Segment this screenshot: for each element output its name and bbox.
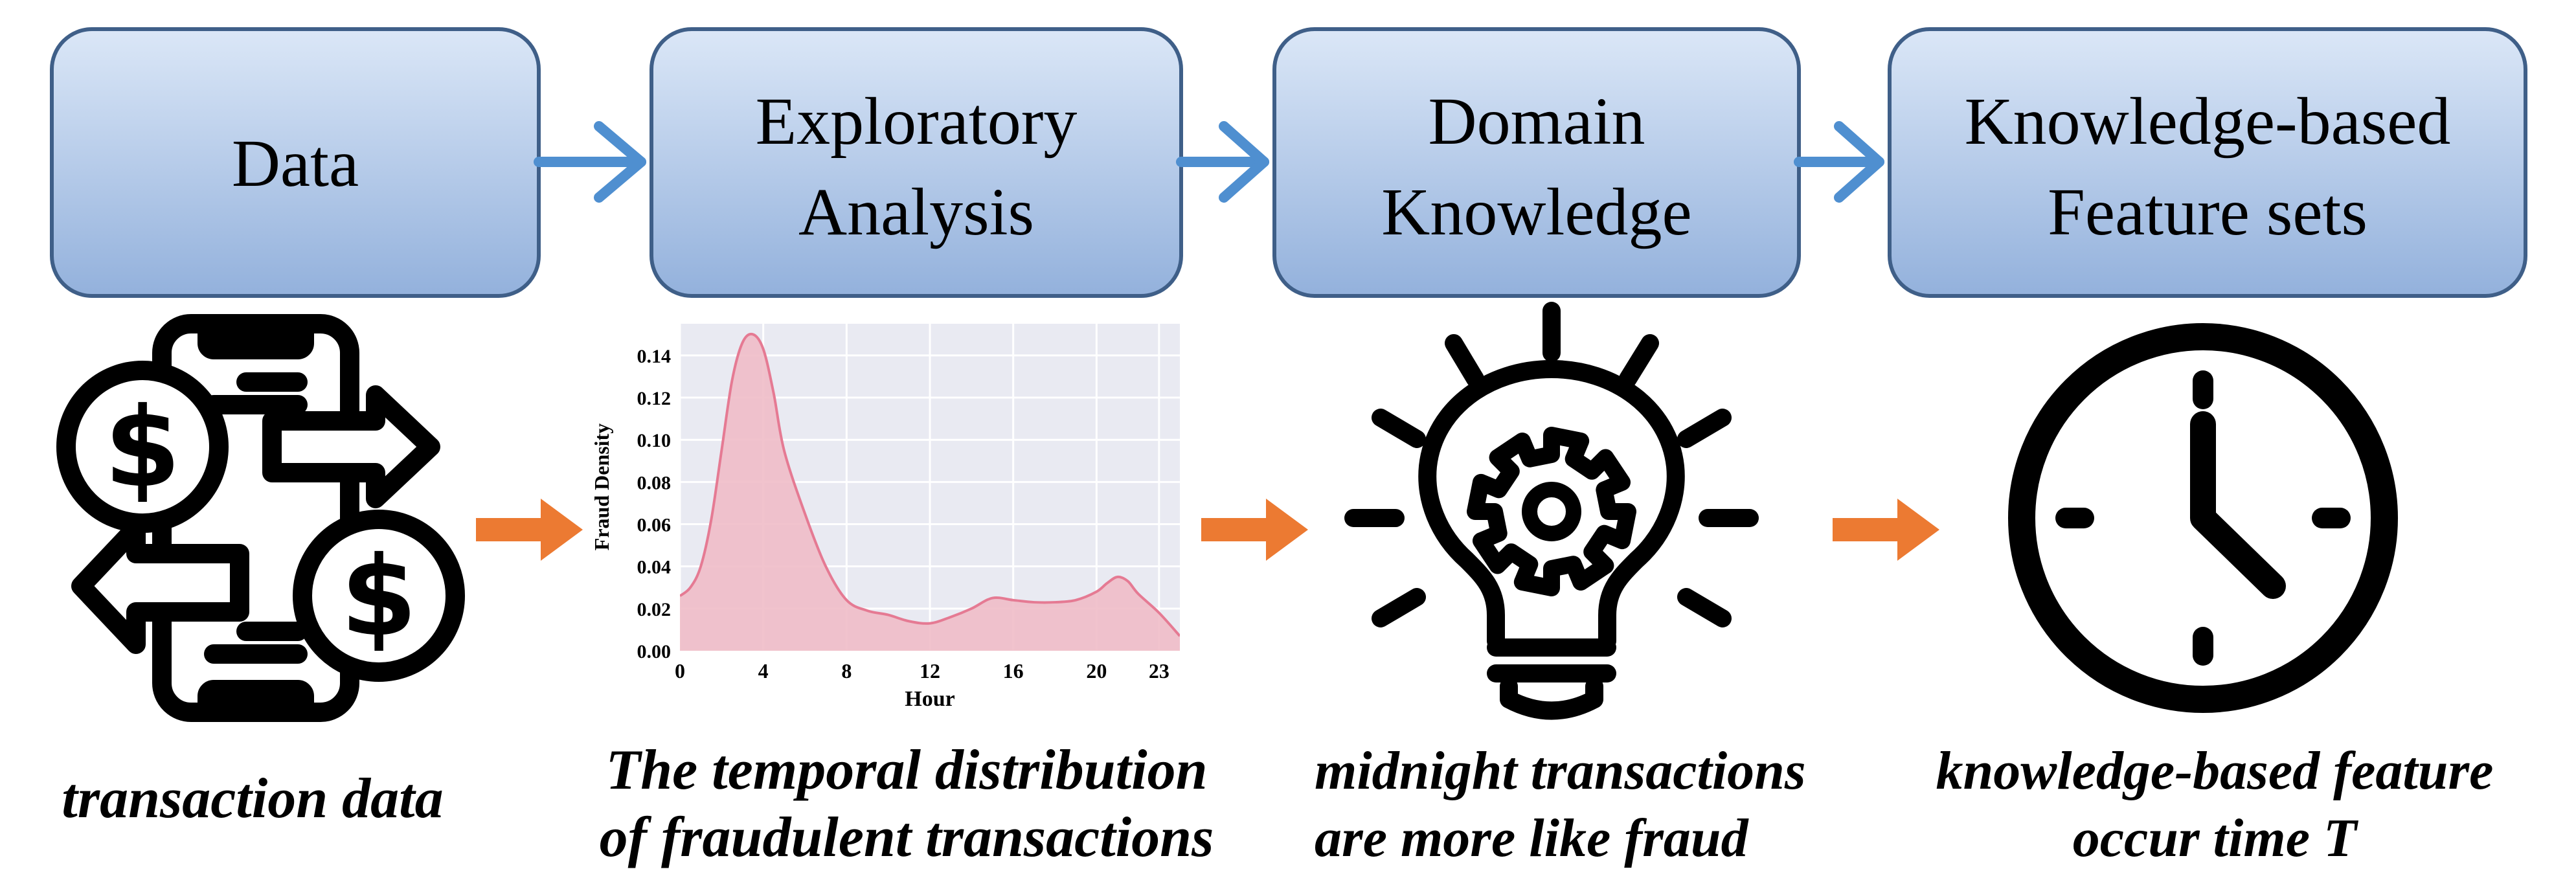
x-tick-label: 16 <box>1003 659 1024 682</box>
chart-xlabel: Hour <box>905 687 955 711</box>
step-label-exploratory: Exploratory <box>756 84 1078 159</box>
caption-temporal-line1: The temporal distribution <box>605 739 1207 802</box>
gear-outline <box>1467 427 1636 596</box>
caption-feature-line2: occur time T <box>2073 808 2359 868</box>
fraud-density-chart: 0 4 8 12 16 20 23 0.00 0.02 0.04 0.06 0.08 0.10 0.12 0… <box>590 324 1180 711</box>
step-box-knowledge-feature-sets: Knowledge-based Feature sets <box>1888 27 2527 298</box>
y-tick-label: 0.12 <box>637 388 672 409</box>
x-tick-label: 20 <box>1086 659 1107 682</box>
y-tick-label: 0.04 <box>637 557 672 578</box>
caption-transaction-data: transaction data <box>62 767 443 830</box>
step-label-analysis: Analysis <box>798 175 1034 249</box>
density-area <box>680 333 1180 651</box>
step-label-data: Data <box>232 126 359 201</box>
orange-arrow-2 <box>1201 499 1308 561</box>
x-tick-label: 0 <box>675 659 685 682</box>
step-box-data: Data <box>50 27 541 298</box>
y-tick-label: 0.02 <box>637 599 672 620</box>
x-tick-label: 8 <box>841 659 852 682</box>
blue-arrow-3 <box>1794 121 1884 203</box>
lightbulb-gear-icon <box>1344 302 1759 720</box>
dollar-sign-right: $ <box>341 533 417 661</box>
blue-arrow-1 <box>534 121 646 203</box>
step-label-domain: Domain <box>1428 84 1645 159</box>
y-tick-label: 0.00 <box>637 641 672 662</box>
x-tick-label: 12 <box>920 659 940 682</box>
y-tick-label: 0.08 <box>637 472 672 493</box>
clock-icon <box>2008 323 2398 713</box>
dollar-sign-left: $ <box>104 384 181 512</box>
caption-temporal-line2: of fraudulent transactions <box>600 806 1214 869</box>
step-box-domain-knowledge: Domain Knowledge <box>1272 27 1801 298</box>
y-tick-label: 0.06 <box>637 515 672 536</box>
gear-icon <box>1467 427 1636 596</box>
money-transfer-phone-icon <box>56 314 465 722</box>
x-tick-label: 4 <box>758 659 769 682</box>
caption-midnight-line2: are more like fraud <box>1315 808 1750 868</box>
orange-arrow-3 <box>1833 499 1939 561</box>
gear-hub <box>1522 482 1581 541</box>
density-line <box>680 332 1180 637</box>
step-label-feature-sets: Feature sets <box>2048 175 2367 249</box>
step-label-knowledge: Knowledge <box>1381 175 1691 249</box>
orange-arrow-1 <box>476 499 583 561</box>
caption-feature-line1: knowledge-based feature <box>1936 741 2494 801</box>
y-tick-label: 0.14 <box>637 346 672 367</box>
chart-ylabel: Fraud Density <box>590 423 613 550</box>
step-label-knowledge-based: Knowledge-based <box>1965 84 2451 159</box>
step-box-exploratory-analysis: Exploratory Analysis <box>650 27 1183 298</box>
y-tick-label: 0.10 <box>637 430 672 451</box>
blue-arrow-2 <box>1176 121 1269 203</box>
caption-midnight-line1: midnight transactions <box>1315 741 1806 801</box>
x-tick-label: 23 <box>1149 659 1169 682</box>
